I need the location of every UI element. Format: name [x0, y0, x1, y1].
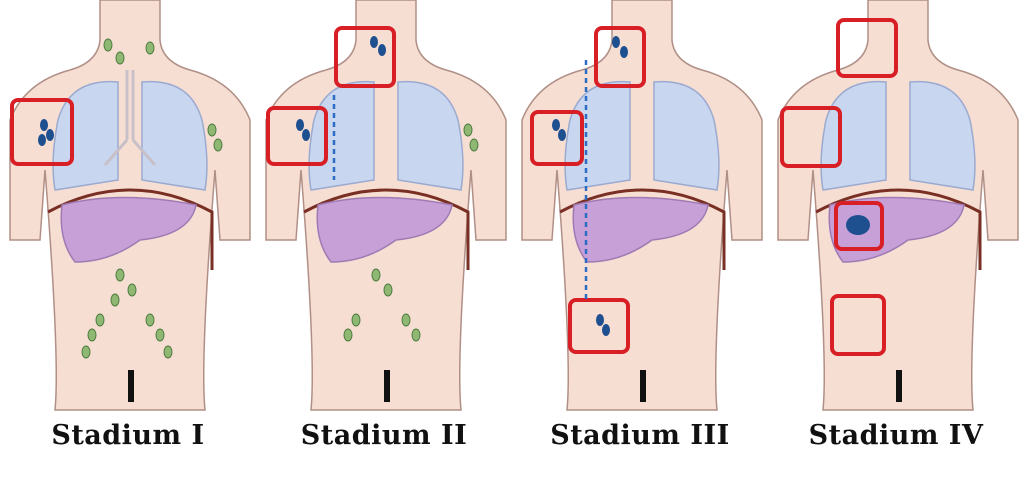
- body-diagram-stage-4: [777, 0, 1019, 411]
- stage-panel-1: Stadium I: [0, 0, 256, 487]
- liver: [572, 196, 709, 263]
- diaphragm: [815, 188, 982, 270]
- body-diagram-stage-3: [521, 0, 763, 411]
- highlight-box-axillary: [266, 106, 328, 166]
- highlight-box-abdominal: [568, 298, 630, 354]
- navel-mark: [640, 370, 646, 402]
- affected-nodes: [296, 36, 386, 141]
- stage-panel-3: Stadium III: [512, 0, 768, 487]
- liver-tumor: [846, 215, 870, 235]
- highlight-box-abdominal: [830, 294, 886, 356]
- highlight-box-neck: [334, 26, 396, 88]
- diaphragm: [47, 188, 214, 270]
- liver: [316, 196, 453, 263]
- highlight-box-axillary: [780, 106, 842, 168]
- diaphragm: [559, 188, 726, 270]
- highlight-box-axillary: [530, 110, 584, 166]
- affected-axillary-node: [38, 119, 54, 146]
- diaphragm: [303, 188, 470, 270]
- navel-mark: [896, 370, 902, 402]
- stage-panel-2: Stadium II: [256, 0, 512, 487]
- highlight-box-axillary: [10, 98, 74, 166]
- highlight-box-neck: [836, 18, 898, 78]
- stage-label-3: Stadium III: [550, 420, 730, 451]
- stage-label-1: Stadium I: [51, 420, 205, 451]
- lymph-nodes: [81, 38, 223, 359]
- navel-mark: [384, 370, 390, 402]
- highlight-box-neck: [594, 26, 646, 88]
- navel-mark: [128, 370, 134, 402]
- liver: [828, 196, 965, 263]
- body-diagram-stage-2: [265, 0, 507, 411]
- body-diagram-stage-1: [9, 0, 251, 411]
- liver: [60, 196, 197, 263]
- stage-label-4: Stadium IV: [808, 420, 984, 451]
- affected-nodes: [552, 36, 628, 336]
- lymph-nodes: [343, 123, 479, 342]
- stage-label-2: Stadium II: [300, 420, 468, 451]
- highlight-box-liver: [834, 201, 884, 251]
- stage-panel-4: Stadium IV: [768, 0, 1024, 487]
